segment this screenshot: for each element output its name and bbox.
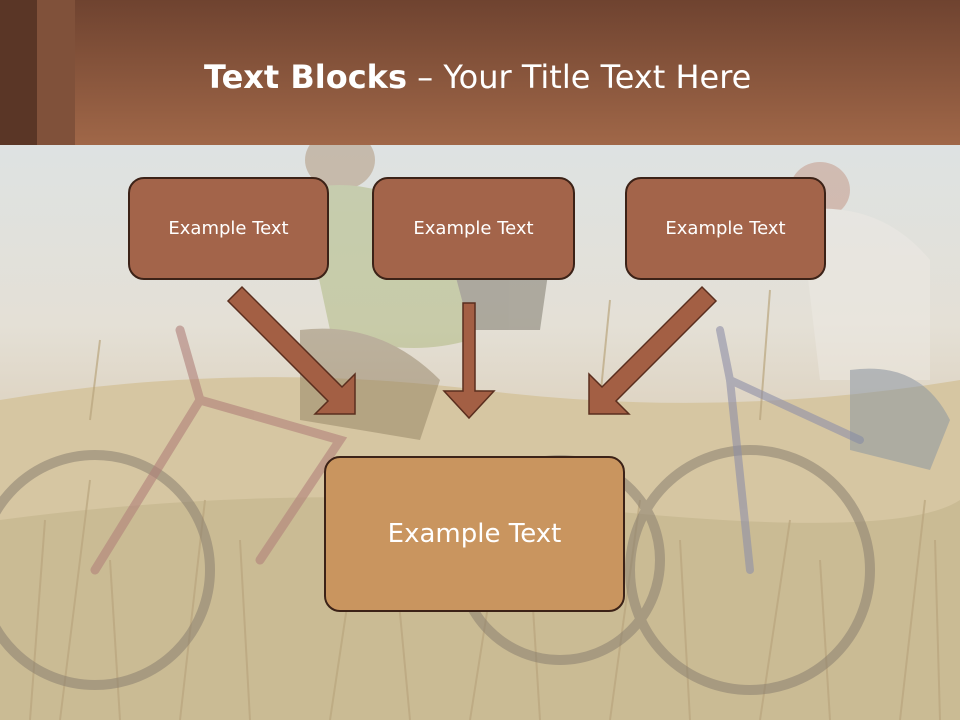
text-block-bottom[interactable]: Example Text: [324, 456, 625, 612]
text-block-bottom-label: Example Text: [387, 519, 562, 549]
text-block-center-label: Example Text: [413, 218, 534, 239]
text-block-left-label: Example Text: [168, 218, 289, 239]
header-accent-stripe: [37, 0, 75, 145]
text-block-center[interactable]: Example Text: [372, 177, 575, 280]
text-block-right-label: Example Text: [665, 218, 786, 239]
slide-title-dash: –: [407, 58, 444, 96]
text-block-left[interactable]: Example Text: [128, 177, 329, 280]
slide-title-bold: Text Blocks: [204, 58, 407, 96]
arrow-right: [588, 285, 718, 415]
slide-title-rest: Your Title Text Here: [443, 58, 752, 96]
header-accent-stripe: [0, 0, 37, 145]
slide-title: Text Blocks – Your Title Text Here: [204, 55, 751, 99]
header-band: [0, 0, 960, 145]
arrow-left: [226, 285, 356, 415]
text-block-right[interactable]: Example Text: [625, 177, 826, 280]
arrow-center: [442, 302, 496, 420]
